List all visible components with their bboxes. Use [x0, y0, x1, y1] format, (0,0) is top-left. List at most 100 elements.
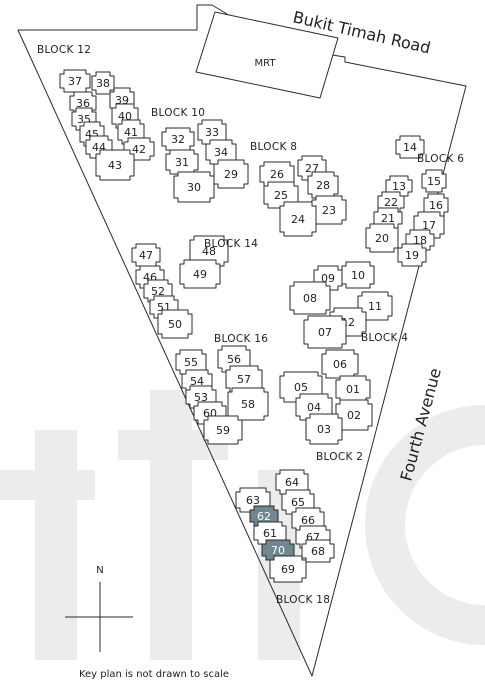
- unit-number: 24: [291, 213, 305, 226]
- block-labels-layer: BLOCK 12 BLOCK 10 BLOCK 8 BLOCK 6 BLOCK 14 BL…: [37, 44, 464, 606]
- block-label: BLOCK 6: [417, 153, 464, 165]
- unit-number: 26: [270, 168, 284, 181]
- unit-number: 20: [375, 232, 389, 245]
- unit-number: 29: [224, 168, 238, 181]
- unit-number: 66: [301, 514, 315, 527]
- unit-number: 63: [246, 494, 260, 507]
- mrt-label: MRT: [255, 58, 277, 69]
- block-block-2: 06 05 01 04 02 03: [279, 349, 373, 445]
- unit-43: 43: [95, 149, 135, 181]
- unit-15: 15: [421, 169, 447, 193]
- unit-number: 07: [318, 326, 332, 339]
- unit-number: 69: [281, 563, 295, 576]
- unit-number: 23: [322, 204, 336, 217]
- unit-number: 32: [171, 133, 185, 146]
- unit-24: 24: [279, 201, 317, 237]
- block-label: BLOCK 4: [361, 332, 408, 344]
- unit-number: 13: [392, 180, 406, 193]
- unit-number: 56: [227, 353, 241, 366]
- unit-19: 19: [397, 243, 427, 267]
- unit-number: 61: [263, 527, 277, 540]
- unit-outline: [335, 399, 373, 431]
- unit-number: 06: [333, 358, 347, 371]
- unit-number: 43: [108, 159, 122, 172]
- block-label: BLOCK 18: [276, 594, 330, 606]
- north-label: N: [96, 565, 103, 576]
- unit-number: 17: [422, 219, 436, 232]
- unit-outline: [279, 201, 317, 237]
- block-label: BLOCK 14: [204, 238, 258, 250]
- unit-outline: [341, 261, 375, 289]
- unit-21: 21: [373, 207, 403, 229]
- unit-number: 25: [274, 189, 288, 202]
- unit-20: 20: [365, 223, 399, 253]
- unit-number: 50: [168, 318, 182, 331]
- unit-number: 38: [96, 77, 110, 90]
- unit-number: 47: [139, 249, 153, 262]
- unit-30: 30: [173, 171, 215, 203]
- block-label: BLOCK 2: [316, 451, 363, 463]
- unit-number: 49: [193, 268, 207, 281]
- unit-outline: [269, 555, 307, 583]
- unit-number: 57: [237, 373, 251, 386]
- unit-number: 08: [303, 292, 317, 305]
- unit-number: 68: [311, 545, 325, 558]
- unit-outline: [203, 415, 243, 445]
- unit-number: 28: [316, 179, 330, 192]
- unit-outline: [157, 309, 193, 339]
- unit-number: 14: [403, 141, 417, 154]
- unit-outline: [189, 235, 229, 267]
- block-label: BLOCK 16: [214, 333, 268, 345]
- block-label: BLOCK 12: [37, 44, 91, 56]
- unit-outline: [365, 223, 399, 253]
- unit-outline: [179, 259, 221, 289]
- unit-32: 32: [161, 127, 195, 151]
- unit-outline: [301, 539, 335, 563]
- unit-outline: [385, 175, 413, 197]
- unit-number: 62: [257, 510, 271, 523]
- unit-number: 03: [317, 423, 331, 436]
- unit-number: 37: [68, 75, 82, 88]
- unit-58: 58: [227, 387, 269, 421]
- unit-number: 01: [346, 383, 360, 396]
- unit-outline: [421, 169, 447, 193]
- unit-number: 02: [347, 409, 361, 422]
- block-label: BLOCK 8: [250, 141, 297, 153]
- unit-number: 55: [184, 356, 198, 369]
- unit-outline: [95, 149, 135, 181]
- unit-10: 10: [341, 261, 375, 289]
- unit-number: 05: [294, 381, 308, 394]
- unit-28: 28: [307, 171, 339, 199]
- unit-number: 22: [384, 196, 398, 209]
- unit-number: 70: [271, 544, 285, 557]
- unit-03: 03: [305, 413, 343, 445]
- unit-number: 16: [429, 199, 443, 212]
- unit-47: 47: [131, 243, 161, 267]
- unit-number: 34: [214, 146, 228, 159]
- unit-62: 62: [249, 505, 279, 527]
- unit-outline: [227, 387, 269, 421]
- unit-48: 48: [189, 235, 229, 267]
- unit-number: 10: [351, 269, 365, 282]
- unit-33: 33: [197, 119, 227, 145]
- unit-31: 31: [165, 149, 199, 175]
- north-arrow: N: [65, 565, 133, 652]
- unit-number: 30: [187, 181, 201, 194]
- unit-29: 29: [213, 159, 249, 189]
- unit-08: 08: [289, 281, 331, 315]
- unit-01: 01: [335, 375, 371, 403]
- unit-number: 64: [285, 476, 299, 489]
- unit-outline: [213, 159, 249, 189]
- unit-13: 13: [385, 175, 413, 197]
- unit-number: 65: [291, 496, 305, 509]
- unit-number: 04: [307, 401, 321, 414]
- block-label: BLOCK 10: [151, 107, 205, 119]
